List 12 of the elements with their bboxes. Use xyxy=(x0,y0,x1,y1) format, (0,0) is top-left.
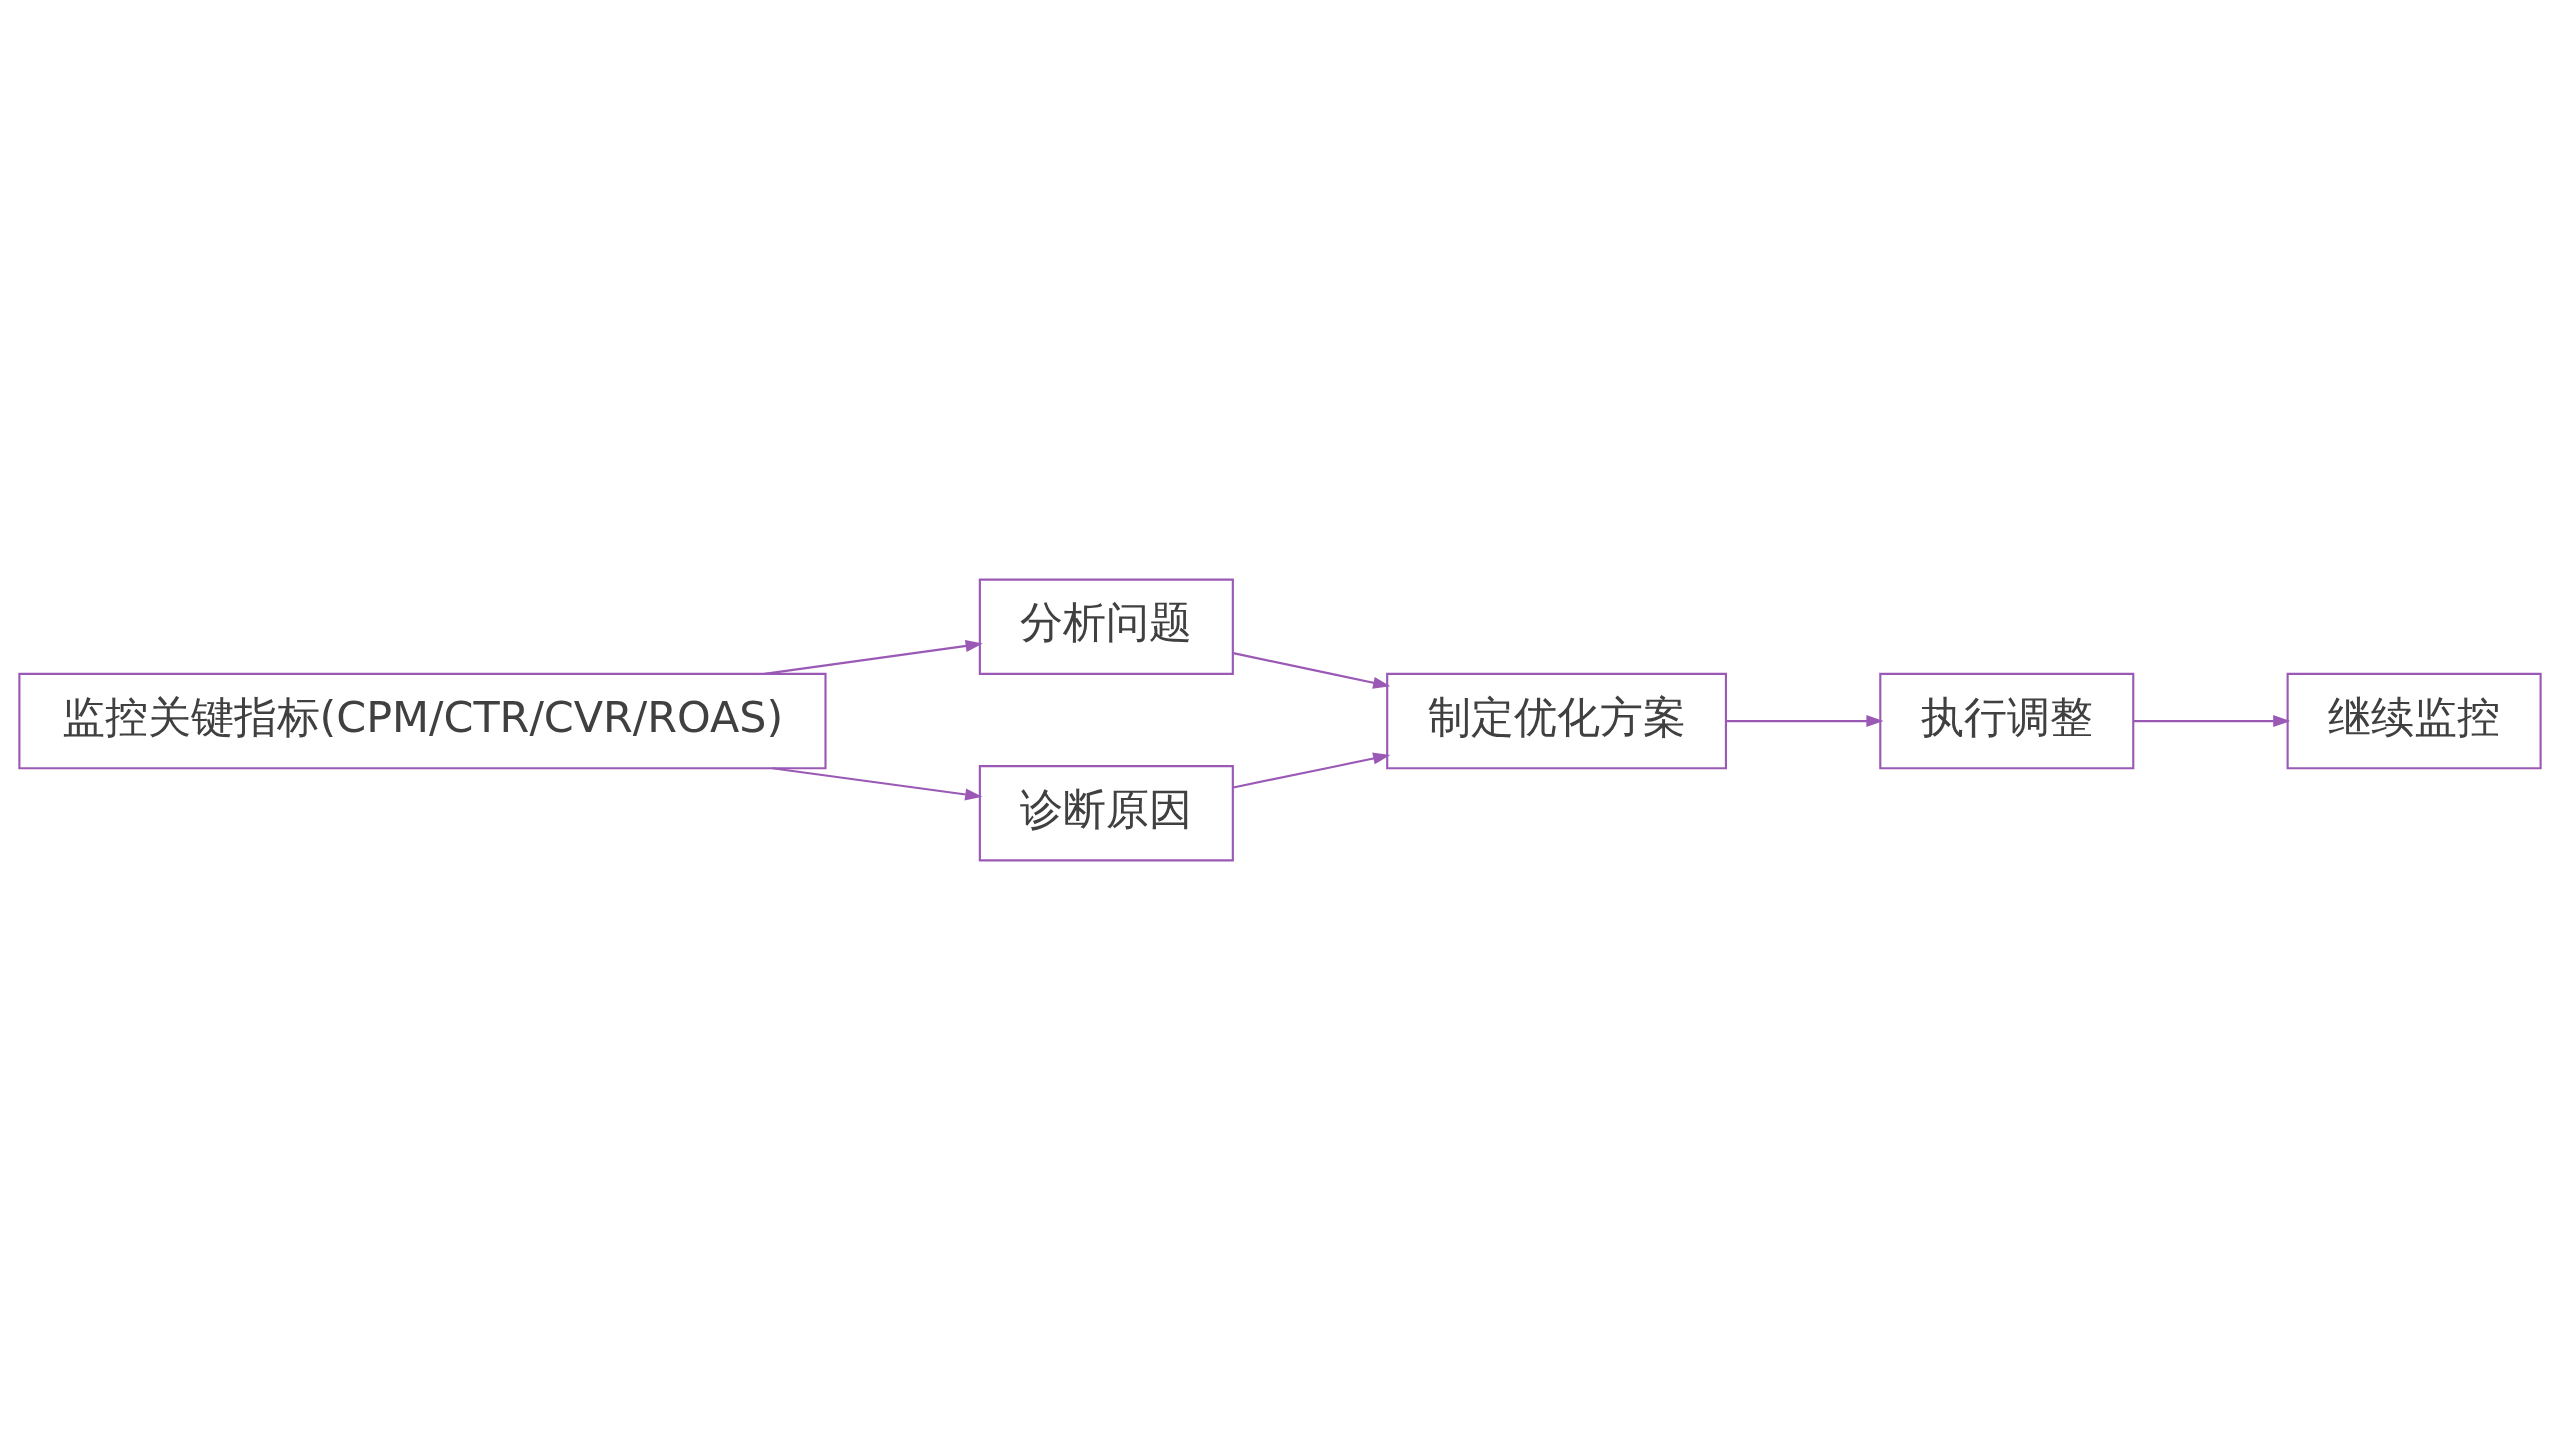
arrow xyxy=(1233,652,1391,689)
arrow xyxy=(772,767,983,801)
node-box: 制定优化方案 xyxy=(1386,672,1727,770)
arrow xyxy=(764,640,983,675)
arrow xyxy=(1233,752,1391,789)
arrow xyxy=(1726,715,1884,728)
node-box: 监控关键指标(CPM/CTR/CVR/ROAS) xyxy=(18,672,827,770)
node-box: 执行调整 xyxy=(1879,672,2135,770)
node-box: 继续监控 xyxy=(2286,672,2542,770)
arrow xyxy=(2133,715,2291,728)
node-box: 分析问题 xyxy=(978,578,1234,675)
node-box: 诊断原因 xyxy=(978,765,1234,862)
